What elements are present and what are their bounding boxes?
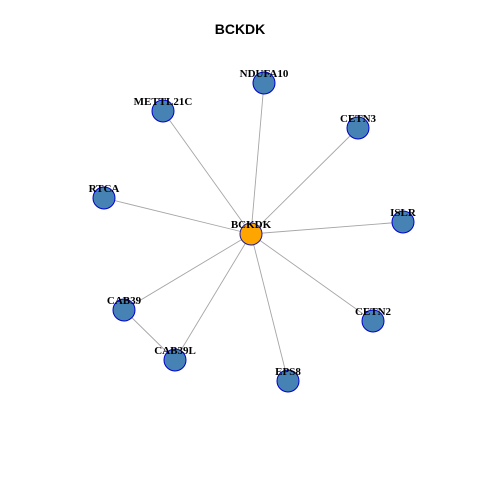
graph-title: BCKDK [214, 21, 266, 37]
node-ndufa10[interactable] [252, 71, 276, 95]
node-label-rtca: RTCA [89, 183, 120, 195]
node-islr[interactable] [391, 210, 415, 234]
edge-bckdk-islr [250, 221, 404, 235]
node-label-cab39l: CAB39L [154, 345, 196, 357]
node-label-eps8: EPS8 [275, 366, 301, 378]
node-label-cab39: CAB39 [107, 295, 142, 307]
node-label-mettl21c: METTL21C [134, 96, 193, 108]
edge-bckdk-cab39 [123, 233, 252, 311]
node-mettl21c[interactable] [151, 99, 175, 123]
node-label-bckdk: BCKDK [231, 219, 272, 231]
node-label-cetn2: CETN2 [355, 306, 392, 318]
edges-layer [103, 82, 404, 382]
node-label-cetn3: CETN3 [340, 113, 377, 125]
edge-bckdk-cab39l [174, 233, 252, 361]
node-bckdk[interactable] [239, 222, 263, 246]
node-label-ndufa10: NDUFA10 [240, 68, 289, 80]
node-cetn3[interactable] [346, 116, 370, 140]
node-cetn2[interactable] [361, 309, 385, 333]
nodes-layer [92, 71, 415, 393]
node-cab39[interactable] [112, 298, 136, 322]
edge-bckdk-mettl21c [162, 110, 252, 235]
edge-bckdk-rtca [103, 197, 252, 235]
node-cab39l[interactable] [163, 348, 187, 372]
node-label-islr: ISLR [390, 207, 417, 219]
edge-bckdk-cetn3 [250, 127, 359, 235]
edge-bckdk-ndufa10 [250, 82, 265, 235]
edge-cab39-cab39l [123, 309, 176, 361]
edge-bckdk-cetn2 [250, 233, 374, 322]
node-eps8[interactable] [276, 369, 300, 393]
node-rtca[interactable] [92, 186, 116, 210]
edge-bckdk-eps8 [250, 233, 289, 382]
